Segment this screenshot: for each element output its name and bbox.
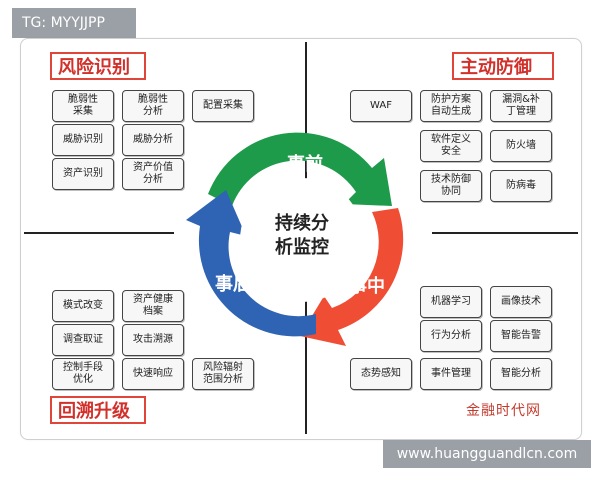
box-software-defined-security: 软件定义 安全 [420,130,482,162]
box-rapid-response: 快速响应 [122,358,184,390]
section-title-active-defense: 主动防御 [452,52,554,80]
after-label: 事后 [215,274,251,295]
watermark-url: www.huangguandlcn.com [383,440,591,468]
box-situation-awareness: 态势感知 [350,358,412,390]
watermark-logo: 金融时代网 [466,403,541,419]
box-vuln-collection: 脆弱性 采集 [52,90,114,122]
during-label: 事中 [349,276,385,297]
box-threat-analysis: 威胁分析 [122,124,184,156]
box-profiling-tech: 画像技术 [490,286,552,318]
before-label: 事前 [287,154,323,175]
box-smart-alert: 智能告警 [490,320,552,352]
box-risk-radiation-analysis: 风险辐射 范围分析 [192,358,254,390]
box-vuln-analysis: 脆弱性 分析 [122,90,184,122]
box-behavior-analysis: 行为分析 [420,320,482,352]
box-firewall: 防火墙 [490,130,552,162]
box-config-collection: 配置采集 [192,90,254,122]
section-title-risk-identification: 风险识别 [50,52,146,80]
box-threat-identification: 威胁识别 [52,124,114,156]
box-waf: WAF [350,90,412,122]
box-forensics: 调查取证 [52,324,114,356]
center-circle [240,178,364,302]
horizontal-divider-right [432,232,578,234]
during-arrow [300,208,404,346]
box-asset-health-profile: 资产健康 档案 [122,290,184,322]
box-attack-tracing: 攻击溯源 [122,324,184,356]
box-smart-analysis: 智能分析 [490,358,552,390]
box-auto-protection-plan: 防护方案 自动生成 [420,90,482,122]
box-antivirus: 防病毒 [490,170,552,202]
center-label: 持续分 析监控 [275,213,329,258]
box-asset-value-analysis: 资产价值 分析 [122,158,184,190]
before-arrow [208,132,392,206]
box-tech-defense-coordination: 技术防御 协同 [420,170,482,202]
box-vuln-patch-management: 漏洞&补 丁管理 [490,90,552,122]
box-asset-identification: 资产识别 [52,158,114,190]
box-machine-learning: 机器学习 [420,286,482,318]
box-control-optimization: 控制手段 优化 [52,358,114,390]
horizontal-divider-left [24,232,174,234]
watermark-tag: TG: MYYJJPP [12,8,136,38]
after-arrow [186,190,316,337]
section-title-retrospection: 回溯升级 [50,396,146,424]
box-mode-change: 模式改变 [52,290,114,322]
box-event-management: 事件管理 [420,358,482,390]
